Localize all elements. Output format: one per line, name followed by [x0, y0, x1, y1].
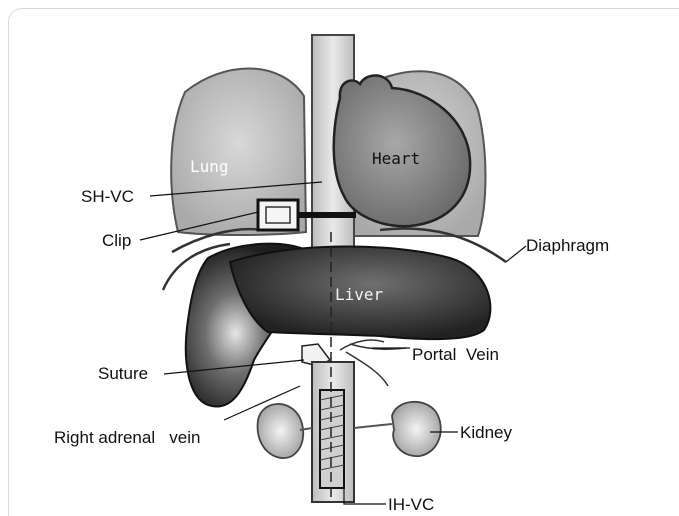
diaphragm-label: Diaphragm [526, 236, 609, 255]
diaphragm-leader [506, 246, 526, 262]
sh-vc-label: SH-VC [81, 187, 134, 206]
clip-bar [298, 212, 356, 218]
ih-vc-label: IH-VC [388, 495, 434, 514]
heart-label: Heart [372, 149, 420, 168]
clip-device [258, 200, 298, 230]
suture-label: Suture [98, 364, 148, 383]
clip-label: Clip [102, 231, 131, 250]
left-kidney [392, 402, 441, 456]
right-kidney [258, 404, 304, 458]
kidney-label: Kidney [460, 423, 512, 442]
portal-vein-label: Portal Vein [412, 345, 499, 364]
right-adrenal-vein-label: Right adrenal vein [54, 428, 200, 447]
lung-label: Lung [190, 157, 229, 176]
liver-label: Liver [335, 285, 384, 304]
